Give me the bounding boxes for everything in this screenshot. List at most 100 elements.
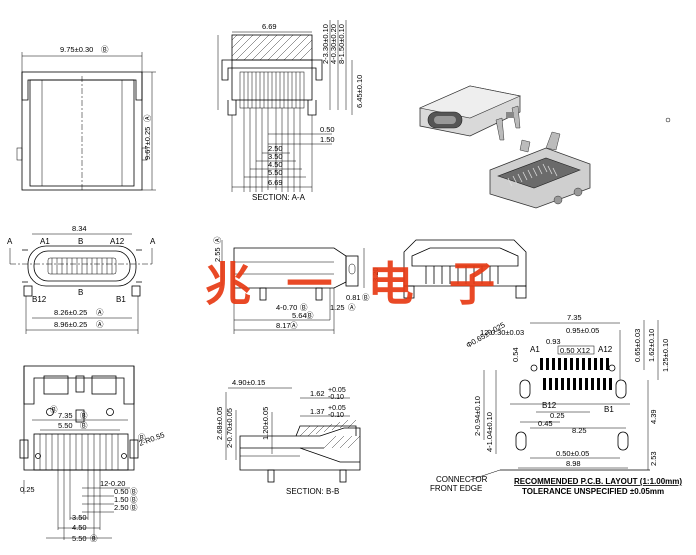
pcb-rec-title: RECOMMENDED P.C.B. LAYOUT (1:1.00mm) [514,477,682,486]
bl-dim-5-50: 5.50 [58,421,73,430]
aa-vdim-0: 2-3.30±0.10 [321,24,330,64]
pcb-tolerance: TOLERANCE UNSPECIFIED ±0.05mm [522,487,664,496]
front-top-dim: 8.34 [72,224,87,233]
section-mark-a-left: A [7,237,13,246]
bl-mark-0-50: Ⓑ [130,487,138,496]
side-mark-3: Ⓑ [306,311,314,320]
bb-tol-2-plus: +0.05 [328,405,346,412]
bl-dim-0-50: 0.50 [114,487,129,496]
bottom-left-view: 7.35 Ⓑ 5.50 Ⓑ Ⓑ 2-R0.55 Ⓑ 0.25 12-0.20 0… [19,365,166,543]
bl-mark-circle-left: Ⓑ [50,405,58,414]
bl-dim-5-50b: 5.50 [72,534,87,543]
aa-hdim-6: 6.69 [268,178,283,187]
aa-vdim-2: 8-1.50±0.10 [337,24,346,64]
bb-dim-3: 2.68±0.05 [215,407,224,440]
pcb-top-dim-4: 0.50 X12 [560,346,590,355]
connector-render-bottom [489,131,591,209]
section-bb-caption: SECTION: B-B [286,487,339,496]
section-aa: 6.69 2-3.30±0.10 [217,20,364,202]
bb-dim-5: 1.20±0.05 [261,407,270,440]
aa-top-dim: 6.69 [262,22,277,31]
pcb-inner-dim-0: 0.25 [550,411,565,420]
rear-view [403,239,527,299]
pcb-label-b1: B1 [604,405,614,414]
side-dim-4: 8.17 [276,321,291,330]
connector-note-line1: CONNECTOR [436,475,488,484]
side-right-dim: 3.20 [371,267,380,282]
bb-dim-1: 1.62 [310,389,325,398]
pcb-top-dim-6: 1.62±0.10 [647,329,656,362]
section-bb: 4.90±0.15 1.62 +0.05 -0.10 1.37 +0.05 -0… [215,378,361,496]
bb-dim-0: 4.90±0.15 [232,378,265,387]
pcb-top-dim-1: 12-0.30±0.03 [480,328,524,337]
bb-dim-4: 2-0.70±0.05 [225,408,234,448]
height-mark: Ⓐ [143,114,152,122]
pcb-top-dim-5: 0.65±0.03 [633,329,642,362]
side-mark-2: Ⓐ [348,303,356,312]
bl-mark-5-50b: Ⓑ [90,534,98,543]
connector-render-top [419,85,521,141]
bl-dim-2-50: 2.50 [114,503,129,512]
pcb-inner-dim-2: 8.25 [572,426,587,435]
aa-hdim-4: 4.50 [268,160,283,169]
bl-dim-1-50: 1.50 [114,495,129,504]
bl-mark-5-50: Ⓑ [80,421,88,430]
front-outer-mark: Ⓐ [96,320,104,329]
side-dim-0: 4-0.70 [276,303,297,312]
bb-tol-1-minus: -0.10 [328,394,344,401]
front-inner-mark: Ⓐ [96,308,104,317]
pin-b12-label: B12 [32,295,47,304]
side-dim-1: 0.81 [346,293,361,302]
pcb-label-b12: B12 [542,401,557,410]
pin-a1-label: A1 [40,237,50,246]
pcb-left-dim-3: 4-1.04±0.10 [485,412,494,452]
bl-pitch-dim: 12-0.20 [100,479,125,488]
aa-hdim-2: 2.50 [268,144,283,153]
pin-a12-label: A12 [110,237,125,246]
section-b-top: B [78,237,83,246]
front-outer-dim: 8.96±0.25 [54,320,87,329]
bl-dim-3-50: 3.50 [72,513,87,522]
height-dim: 9.67±0.25 [143,127,152,160]
bl-left-dim: 0.25 [20,485,35,494]
side-mark-1: Ⓑ [362,293,370,302]
bl-mark-7-35: Ⓑ [80,411,88,420]
aa-hdim-3: 3.50 [268,152,283,161]
front-view: 8.34 A A A1 A12 B B12 B1 B 8.26±0.25 [7,224,156,334]
aa-hdim-0: 0.50 [320,125,335,134]
width-dim: 9.75±0.30 [60,45,93,54]
top-left-view: 9.75±0.30 Ⓑ 9.67±0.25 Ⓐ [16,45,156,191]
bl-dim-4-50: 4.50 [72,523,87,532]
bl-angle-mark: Ⓑ [138,433,146,442]
aa-hdim-1: 1.50 [320,135,335,144]
pcb-left-dim-1: 0.54 [511,347,520,362]
pcb-top-dim-0: 7.35 [567,313,582,322]
pcb-label-a1: A1 [530,345,540,354]
front-inner-dim: 8.26±0.25 [54,308,87,317]
pcb-inner-dim-5: 4.39 [649,409,658,424]
section-mark-a-right: A [150,237,156,246]
pcb-top-dim-7: 1.25±0.10 [661,339,670,372]
aa-hdim-5: 5.50 [268,168,283,177]
pcb-top-dim-2: 0.95±0.05 [566,326,599,335]
connector-note-line2: FRONT EDGE [430,484,482,493]
bb-tol-1-plus: +0.05 [328,387,346,394]
aa-right-dim: 6.45±0.10 [355,75,364,108]
pcb-inner-dim-3: 0.50±0.05 [556,449,589,458]
side-mark-4: Ⓐ [290,321,298,330]
pcb-layout: 7.35 12-0.30±0.03 0.95±0.05 0.93 0.50 X1… [430,313,682,496]
side-height-mark: Ⓐ [213,236,222,244]
bb-dim-2: 1.37 [310,407,325,416]
side-mark-0: Ⓑ [300,303,308,312]
pcb-label-a12: A12 [598,345,613,354]
bl-mark-2-50: Ⓑ [130,503,138,512]
section-b-bottom: B [78,288,83,297]
side-dim-3: 5.64 [292,311,307,320]
pcb-inner-dim-1: 0.45 [538,419,553,428]
pcb-inner-dim-6: 2.53 [649,451,658,466]
bl-mark-1-50: Ⓑ [130,495,138,504]
aa-vdim-1: 4-0.30±0.20 [329,24,338,64]
side-view: 2.55 Ⓐ 3.20 4-0.70 Ⓑ 0.81 Ⓑ 1.25 Ⓐ 5.64 … [213,236,380,334]
bb-tol-2-minus: -0.10 [328,412,344,419]
